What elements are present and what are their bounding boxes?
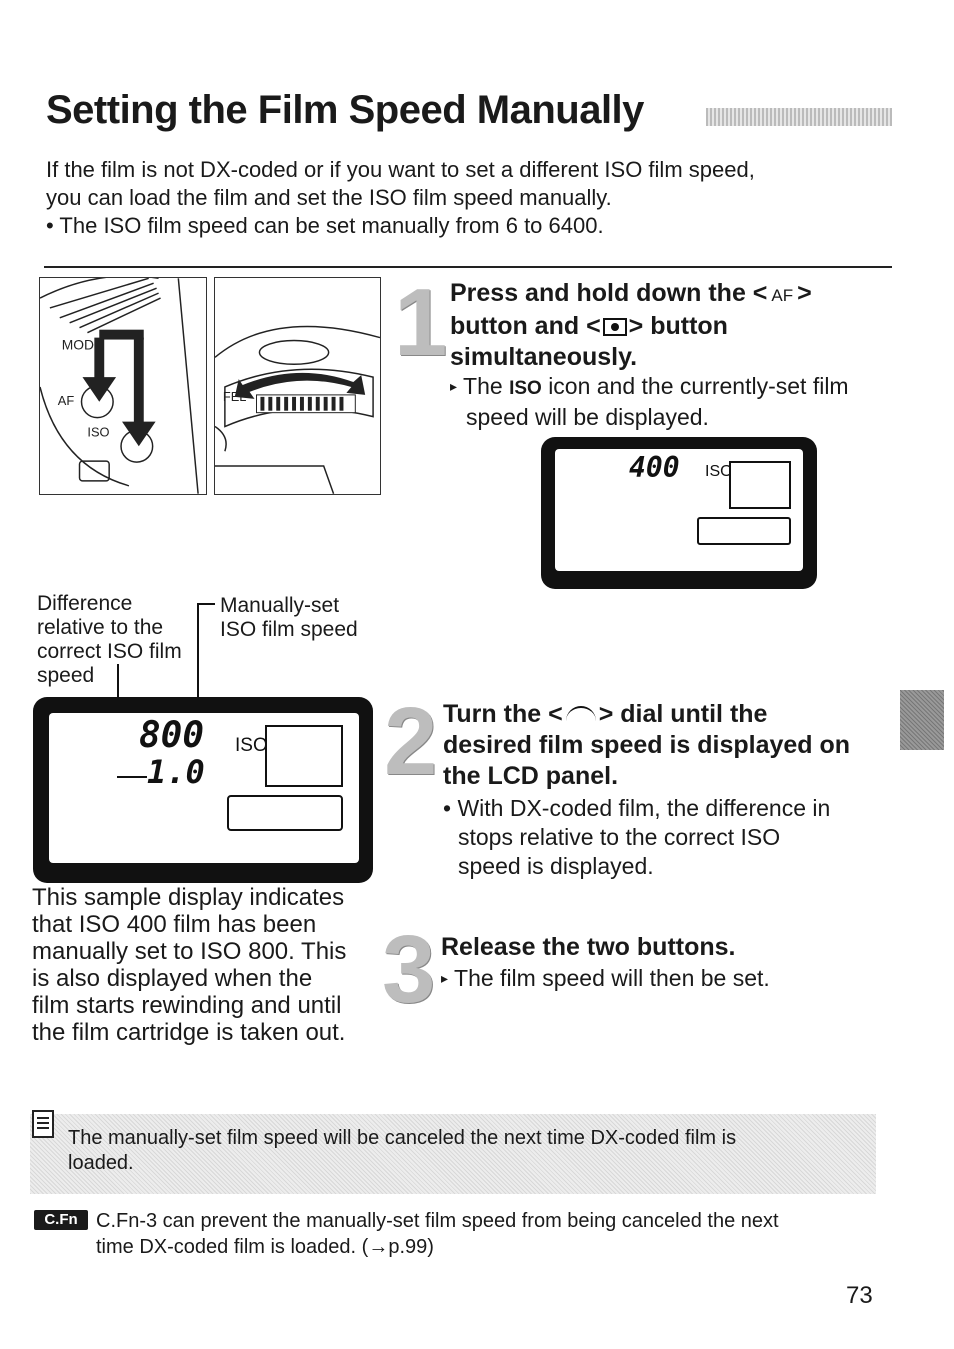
lcd-current-iso-tag: ISO [705, 463, 733, 480]
intro-line-1: If the film is not DX-coded or if you wa… [46, 157, 755, 182]
step-3-bullet-text: The film speed will then be set. [454, 965, 770, 991]
iso-label: ISO [87, 424, 109, 439]
main-dial-drawing: FEL [215, 325, 380, 494]
section-divider [44, 266, 892, 268]
step-2-title-line-2: desired film speed is displayed on [443, 731, 851, 759]
af-label: AF [58, 393, 75, 408]
callout-leader-right-tick [197, 603, 215, 605]
step-1-title-line2-prefix: button and < [450, 312, 601, 340]
triangle-bullet-icon: ▸ [441, 970, 449, 986]
callout-difference-line-4: speed [37, 664, 95, 687]
chapter-side-tab [900, 690, 944, 750]
step-3-bullet: ▸ The film speed will then be set. [441, 964, 881, 993]
cfn-line-1: C.Fn-3 can prevent the manually-set film… [96, 1210, 779, 1232]
iso-icon-label: ISO [509, 378, 542, 399]
note-box [30, 1114, 876, 1194]
callout-manual-speed-line-1: Manually-set [220, 594, 340, 617]
caption-line-3: manually set to ISO 800. This [32, 938, 347, 965]
title-decoration-bar [706, 108, 892, 126]
caption-line-5: film starts rewinding and until [32, 992, 342, 1019]
lcd-current-top-box [729, 461, 791, 509]
step-2-bullet-line-1: • With DX-coded film, the difference in [443, 795, 831, 821]
intro-text: If the film is not DX-coded or if you wa… [46, 156, 886, 240]
step-2-title-line-3: the LCD panel. [443, 762, 619, 790]
step-1-title: Press and hold down the <AF> button and … [450, 278, 890, 373]
step-1-title-suffix: > [797, 279, 812, 307]
camera-buttons-illustration: MODE AF ISO [39, 277, 207, 495]
cfn-badge: C.Fn [34, 1210, 88, 1230]
cfn-text: C.Fn-3 can prevent the manually-set film… [96, 1208, 876, 1260]
triangle-bullet-icon: ▸ [450, 378, 458, 394]
step-1-title-line-3: simultaneously. [450, 343, 638, 371]
callout-difference-line-2: relative to the [37, 616, 164, 639]
lcd-current-bottom-box [697, 517, 791, 545]
page-number: 73 [846, 1282, 873, 1309]
lcd-manual-iso-value: 800 [139, 715, 205, 756]
metering-button-icon [602, 318, 627, 336]
step-1-number: 1 [394, 269, 448, 376]
step-2-title-line-1: Turn the < > dial until the [443, 699, 893, 730]
step-3-number: 3 [382, 916, 436, 1023]
callout-leader-left-tick [117, 776, 147, 778]
step-1-title-line-1: Press and hold down the <AF> [450, 278, 890, 311]
lcd-manual-iso-tag: ISO [235, 735, 268, 756]
callout-leader-right [197, 603, 199, 723]
step-3-title: Release the two buttons. [441, 933, 736, 961]
callout-difference-line-1: Difference [37, 592, 133, 615]
step-2-bullet-line-2: stops relative to the correct ISO [458, 824, 781, 850]
callout-difference-line-3: correct ISO film [37, 640, 182, 663]
cfn-line-2: time DX-coded film is loaded. (→p.99) [96, 1236, 434, 1258]
step-1-bullet-text-b: icon and the currently-set film [548, 373, 849, 399]
step-2-title: Turn the < > dial until the desired film … [443, 699, 893, 792]
caption-line-1: This sample display indicates [32, 884, 345, 911]
callout-manual-speed-line-2: ISO film speed [220, 618, 358, 641]
lcd-manual-top-box [265, 725, 343, 787]
lcd-panel-current: 400 ISO [541, 437, 817, 589]
lcd-panel-manual: 800 1.0 ISO [33, 697, 373, 883]
metering-dot-icon [610, 323, 619, 331]
step-2-title-suffix: > dial until the [598, 700, 768, 728]
note-icon [32, 1110, 54, 1138]
caption-line-2: that ISO 400 film has been [32, 911, 317, 938]
step-2-bullet: • With DX-coded film, the difference in … [443, 794, 883, 881]
af-button-label: AF [771, 286, 794, 305]
lcd-manual-bottom-box [227, 795, 343, 831]
intro-line-3: • The ISO film speed can be set manually… [46, 213, 604, 238]
step-1-title-line2-suffix: > button [628, 312, 728, 340]
step-2-bullet-line-3: speed is displayed. [458, 853, 654, 879]
step-1-title-prefix: Press and hold down the < [450, 279, 768, 307]
note-line-2: loaded. [68, 1152, 134, 1174]
intro-line-2: you can load the film and set the ISO fi… [46, 185, 612, 210]
callout-difference: Difference relative to the correct ISO f… [37, 592, 202, 688]
step-1-bullet-text-a: The [463, 373, 503, 399]
note-text: The manually-set film speed will be canc… [68, 1126, 838, 1176]
caption-line-4: is also displayed when the [32, 965, 313, 992]
lcd-current-iso-value: 400 [629, 451, 680, 484]
page-title: Setting the Film Speed Manually [46, 88, 644, 132]
step-1-title-line-2: button and < > button [450, 311, 890, 342]
lcd-manual-difference-value: 1.0 [147, 753, 205, 791]
camera-buttons-drawing: MODE AF ISO [40, 278, 199, 494]
step-1-bullet-line-1: ▸ The ISO icon and the currently-set film [450, 372, 890, 403]
step-1-bullet: ▸ The ISO icon and the currently-set film… [450, 372, 890, 432]
caption-line-6: the film cartridge is taken out. [32, 1019, 346, 1046]
step-1-bullet-line-2: speed will be displayed. [466, 404, 709, 430]
step-2-number: 2 [384, 688, 438, 795]
mode-label: MODE [62, 336, 104, 352]
lcd-caption: This sample display indicates that ISO 4… [32, 884, 382, 1046]
note-line-1: The manually-set film speed will be canc… [68, 1127, 737, 1149]
step-2-title-prefix: Turn the < [443, 700, 563, 728]
main-dial-illustration: FEL [214, 277, 381, 495]
fel-label: FEL [223, 389, 247, 404]
main-dial-icon [565, 706, 596, 722]
callout-manual-speed: Manually-set ISO film speed [220, 594, 380, 642]
